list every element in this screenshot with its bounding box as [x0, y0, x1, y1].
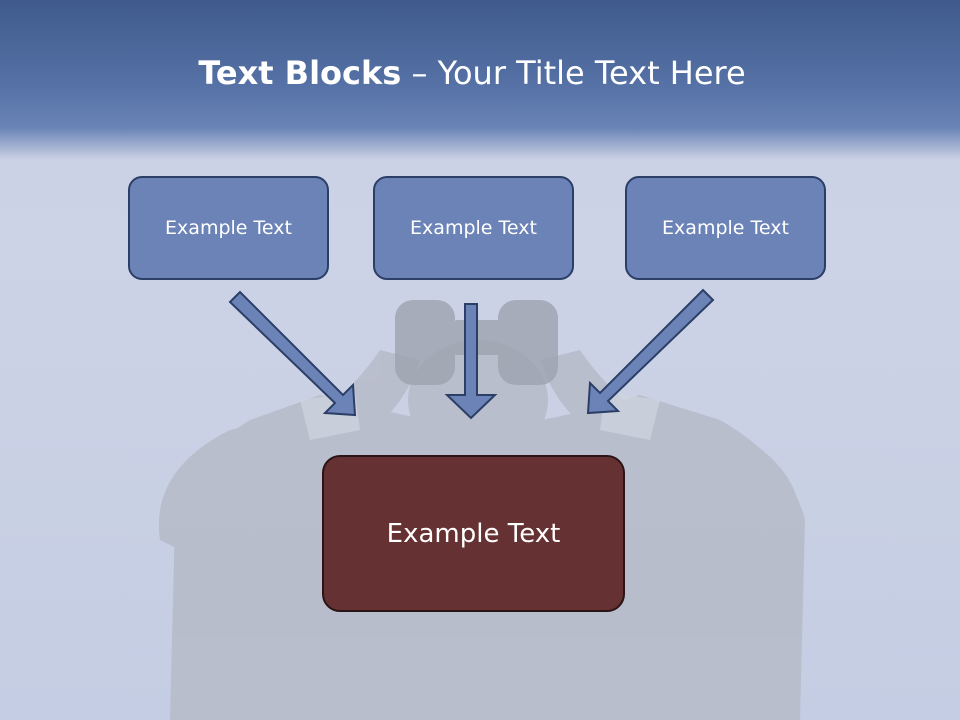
title-rest: Your Title Text Here — [437, 54, 746, 92]
slide-title: Text Blocks – Your Title Text Here — [0, 54, 944, 92]
arrow-right — [586, 288, 715, 415]
title-separator: – — [401, 54, 438, 92]
arrow-left — [228, 290, 357, 417]
header-band — [0, 0, 960, 160]
text-block-3-label: Example Text — [662, 217, 789, 239]
text-block-2: Example Text — [373, 176, 574, 280]
center-text-block: Example Text — [322, 455, 625, 612]
title-bold: Text Blocks — [198, 54, 402, 92]
text-block-2-label: Example Text — [410, 217, 537, 239]
center-text-block-label: Example Text — [386, 518, 561, 549]
text-block-3: Example Text — [625, 176, 826, 280]
text-block-1: Example Text — [128, 176, 329, 280]
text-block-1-label: Example Text — [165, 217, 292, 239]
arrow-center — [444, 303, 498, 420]
